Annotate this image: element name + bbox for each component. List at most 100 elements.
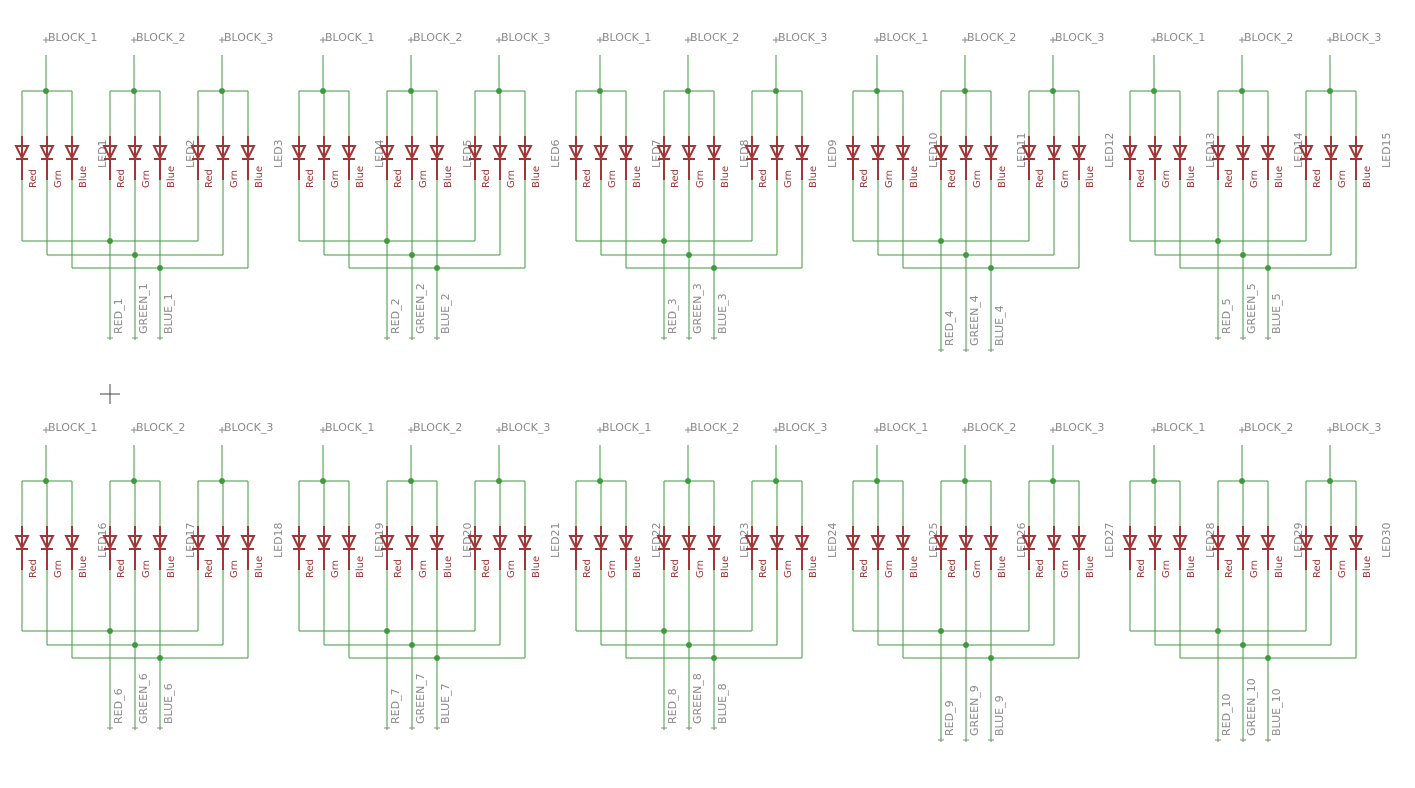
led-diode-icon: Red [845, 91, 870, 188]
junction-dot [685, 88, 691, 94]
output-net-label: BLUE_5 [1270, 293, 1283, 334]
diode-color-label: Grn [141, 560, 152, 578]
diode-color-label: Grn [53, 170, 64, 188]
led-diode-icon: Grn [492, 481, 517, 578]
diode-color-label: Grn [506, 170, 517, 188]
led-diode-icon: Grn [492, 91, 517, 188]
junction-dot [496, 478, 502, 484]
diode-color-label: Grn [418, 560, 429, 578]
diode-color-label: Red [1136, 559, 1147, 578]
diode-color-label: Blue [1085, 556, 1096, 578]
block-net-label: BLOCK_3 [1055, 31, 1104, 44]
led-diode-icon: Red [190, 481, 215, 578]
led-diode-icon: Grn [404, 481, 429, 578]
led-diode-icon: Grn [681, 91, 706, 188]
led-diode-icon: Blue [618, 481, 643, 578]
diode-color-label: Red [28, 559, 39, 578]
led-diode-icon: Blue [895, 91, 920, 188]
led-diode-icon: Grn [316, 481, 341, 578]
junction-dot [597, 478, 603, 484]
junction-dot [496, 88, 502, 94]
diode-color-label: Blue [531, 166, 542, 188]
block-net-label: BLOCK_3 [224, 31, 273, 44]
diode-color-label: Grn [695, 560, 706, 578]
led-diode-icon: Blue [152, 91, 177, 188]
diode-color-label: Grn [783, 560, 794, 578]
diode-color-label: Grn [141, 170, 152, 188]
output-net-label: BLUE_6 [162, 683, 175, 724]
output-net-label: BLUE_3 [716, 293, 729, 334]
diode-color-label: Blue [1274, 166, 1285, 188]
diode-color-label: Blue [78, 166, 89, 188]
diode-color-label: Blue [443, 166, 454, 188]
diode-color-label: Red [670, 559, 681, 578]
diode-color-label: Blue [166, 166, 177, 188]
diode-color-label: Blue [1274, 556, 1285, 578]
led-diode-icon: Red [656, 481, 681, 578]
junction-dot [131, 478, 137, 484]
block-net-label: BLOCK_2 [136, 31, 185, 44]
diode-color-label: Blue [78, 556, 89, 578]
diode-color-label: Red [28, 169, 39, 188]
block-net-label: BLOCK_3 [501, 31, 550, 44]
led-part-label: LED12 [1103, 132, 1116, 168]
junction-dot [1050, 88, 1056, 94]
led-diode-icon: Blue [895, 481, 920, 578]
led-diode-icon: Red [1298, 91, 1323, 188]
block-net-label: BLOCK_3 [224, 421, 273, 434]
led-diode-icon: Grn [1235, 481, 1260, 578]
diode-color-label: Red [758, 169, 769, 188]
diode-color-label: Red [859, 559, 870, 578]
output-net-label: RED_9 [943, 700, 956, 736]
junction-dot [408, 478, 414, 484]
led-diode-icon: Blue [152, 481, 177, 578]
diode-color-label: Blue [166, 556, 177, 578]
junction-dot [131, 88, 137, 94]
junction-dot [1050, 478, 1056, 484]
block-net-label: BLOCK_3 [778, 421, 827, 434]
diode-color-label: Blue [1362, 166, 1373, 188]
led-diode-icon: Blue [64, 481, 89, 578]
junction-dot [685, 478, 691, 484]
junction-dot [773, 478, 779, 484]
led-diode-icon: Grn [1147, 481, 1172, 578]
led-diode-icon: Grn [870, 91, 895, 188]
diode-color-label: Blue [254, 556, 265, 578]
diode-color-label: Red [481, 559, 492, 578]
diode-color-label: Blue [531, 556, 542, 578]
diode-color-label: Red [582, 169, 593, 188]
led-diode-icon: Grn [870, 481, 895, 578]
block-net-label: BLOCK_2 [136, 421, 185, 434]
diode-color-label: Blue [720, 556, 731, 578]
led-diode-icon: Grn [1046, 91, 1071, 188]
diode-color-label: Red [859, 169, 870, 188]
block-net-label: BLOCK_3 [1055, 421, 1104, 434]
led-part-label: LED27 [1103, 522, 1116, 558]
diode-color-label: Blue [720, 166, 731, 188]
led-diode-icon: Red [467, 481, 492, 578]
junction-dot [320, 88, 326, 94]
diode-color-label: Grn [330, 560, 341, 578]
diode-color-label: Blue [632, 556, 643, 578]
block-net-label: BLOCK_2 [690, 421, 739, 434]
diode-color-label: Blue [632, 166, 643, 188]
output-net-label: GREEN_10 [1245, 678, 1258, 736]
diode-color-label: Grn [1060, 560, 1071, 578]
diode-color-label: Grn [695, 170, 706, 188]
led-diode-icon: Red [291, 481, 316, 578]
output-net-label: GREEN_8 [691, 673, 704, 724]
diode-color-label: Blue [254, 166, 265, 188]
output-net-label: BLUE_2 [439, 293, 452, 334]
led-diode-icon: Red [1122, 481, 1147, 578]
output-net-label: RED_7 [389, 688, 402, 724]
output-net-label: GREEN_1 [137, 283, 150, 334]
diode-color-label: Grn [1161, 560, 1172, 578]
led-diode-icon: Grn [39, 91, 64, 188]
block-net-label: BLOCK_1 [325, 31, 374, 44]
